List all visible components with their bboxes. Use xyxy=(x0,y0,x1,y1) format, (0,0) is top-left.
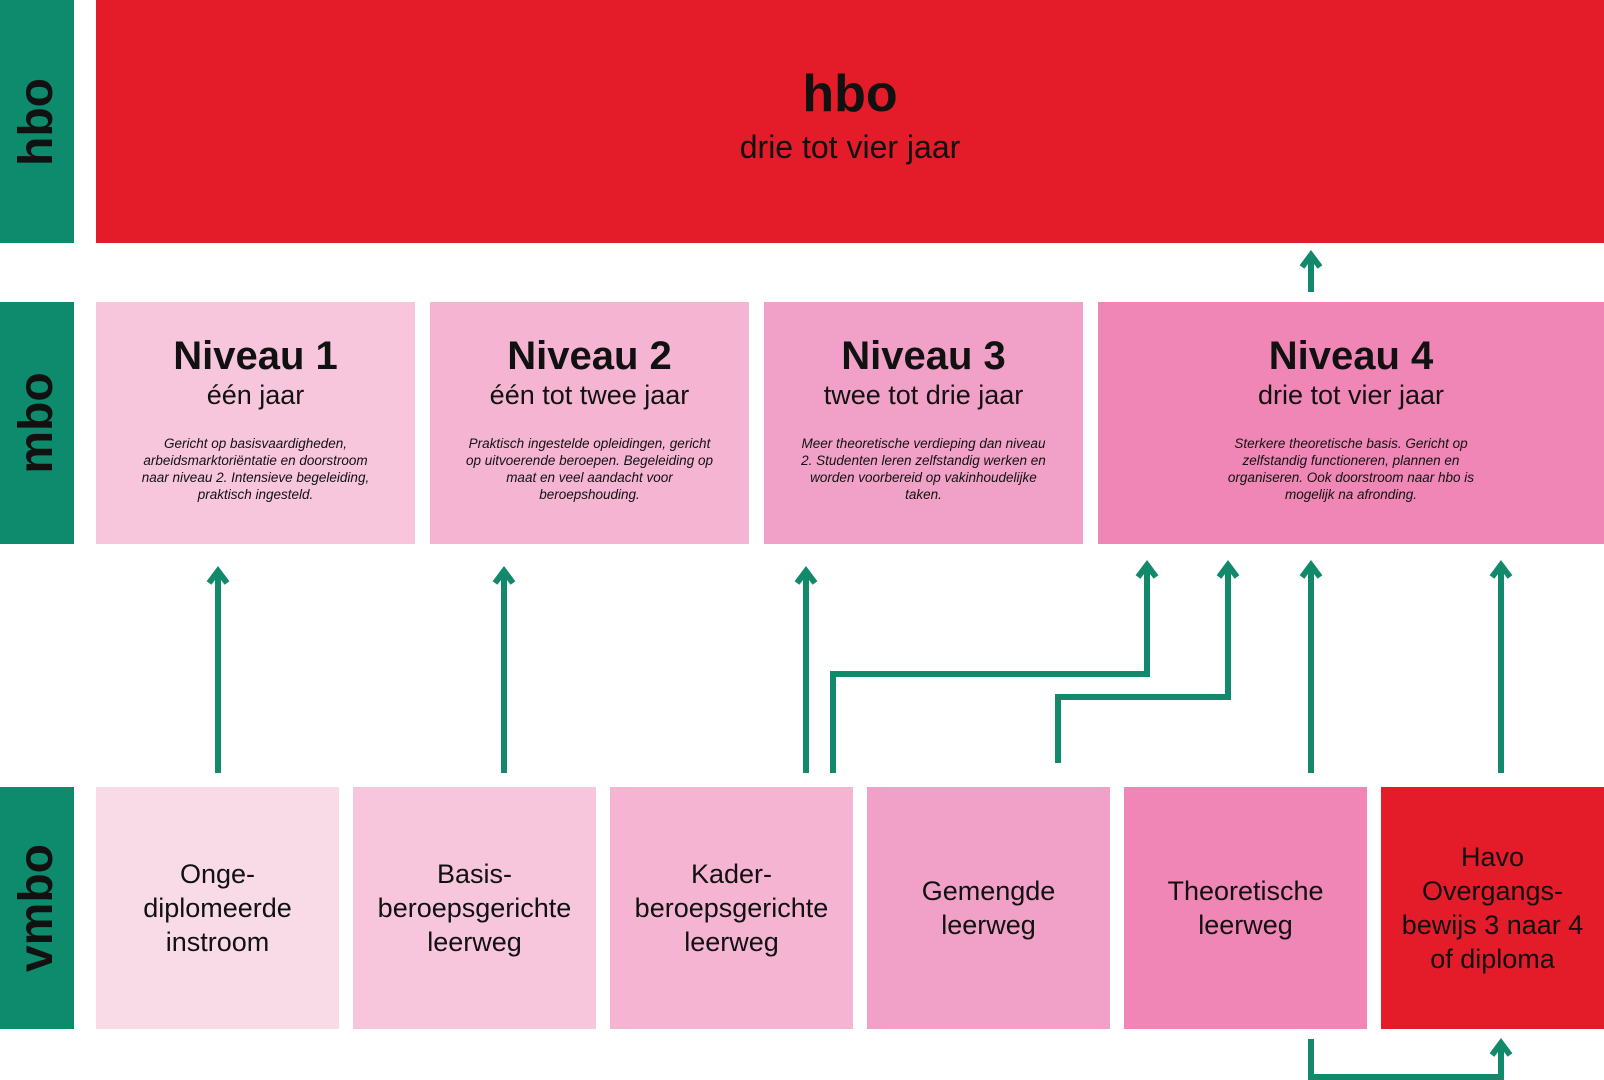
mbo-level-duration: drie tot vier jaar xyxy=(1257,380,1445,410)
arrow-ongediplomeerde-to-niveau-1-head xyxy=(206,566,230,585)
mbo-level-duration: één jaar xyxy=(206,380,305,410)
mbo-level-duration: twee tot drie jaar xyxy=(823,380,1024,410)
mbo-level-description: Meer theoretische verdieping dan niveau … xyxy=(801,436,1046,502)
hbo-title: hbo xyxy=(802,65,898,123)
mbo-level-description: Praktisch ingestelde opleidingen, gerich… xyxy=(466,436,713,502)
arrow-gemengd-to-niveau-4-head xyxy=(1216,560,1240,579)
vmbo-path-ongediplomeerde: Onge- diplomeerde instroom xyxy=(96,787,339,1029)
vmbo-path-basis: Basis- beroepsgerichte leerweg xyxy=(353,787,596,1029)
arrow-niveau-4-to-hbo-head xyxy=(1299,250,1323,269)
vmbo-path-label: Theoretische leerweg xyxy=(1167,876,1324,940)
vmbo-path-label: Onge- diplomeerde instroom xyxy=(143,859,292,957)
mbo-level-2: Niveau 2 één tot twee jaar Praktisch ing… xyxy=(430,302,749,544)
vmbo-path-theoretisch: Theoretische leerweg xyxy=(1124,787,1367,1029)
arrow-havo-to-niveau-4-head xyxy=(1489,560,1513,579)
mbo-level-description: Sterkere theoretische basis. Gericht op … xyxy=(1227,436,1475,502)
arrow-kader-to-niveau-4 xyxy=(830,566,1150,773)
vmbo-path-label: Kader- beroepsgerichte leerweg xyxy=(634,859,829,957)
mbo-level-4: Niveau 4 drie tot vier jaar Sterkere the… xyxy=(1098,302,1604,544)
mbo-level-title: Niveau 2 xyxy=(507,334,672,378)
arrow-theoretisch-to-havo-head xyxy=(1489,1038,1513,1057)
arrow-theoretisch-to-havo xyxy=(1308,1039,1504,1080)
vmbo-path-havo: Havo Overgangs- bewijs 3 naar 4 of diplo… xyxy=(1381,787,1604,1029)
vmbo-path-label: Havo Overgangs- bewijs 3 naar 4 of diplo… xyxy=(1401,842,1584,974)
arrow-kader-to-niveau-4-head xyxy=(1135,560,1159,579)
mbo-level-title: Niveau 3 xyxy=(841,334,1006,378)
arrow-kader-to-niveau-3-head xyxy=(794,566,818,585)
mbo-level-duration: één tot twee jaar xyxy=(489,380,690,410)
mbo-level-1: Niveau 1 één jaar Gericht op basisvaardi… xyxy=(96,302,415,544)
vmbo-path-label: Basis- beroepsgerichte leerweg xyxy=(377,859,572,957)
vmbo-path-gemengd: Gemengde leerweg xyxy=(867,787,1110,1029)
vmbo-path-kader: Kader- beroepsgerichte leerweg xyxy=(610,787,853,1029)
mbo-level-title: Niveau 4 xyxy=(1268,334,1434,378)
tier-label-mbo: mbo xyxy=(0,302,74,544)
mbo-level-3: Niveau 3 twee tot drie jaar Meer theoret… xyxy=(764,302,1083,544)
mbo-level-description: Gericht op basisvaardigheden, arbeidsmar… xyxy=(141,436,370,502)
mbo-level-title: Niveau 1 xyxy=(173,334,338,378)
arrow-basis-to-niveau-2-head xyxy=(492,566,516,585)
tier-label-vmbo: vmbo xyxy=(0,787,74,1029)
vmbo-path-label: Gemengde leerweg xyxy=(921,876,1056,940)
hbo-block: hbo drie tot vier jaar xyxy=(96,0,1604,243)
arrow-theoretisch-to-niveau-4-head xyxy=(1299,560,1323,579)
arrow-gemengd-to-niveau-4 xyxy=(1055,566,1231,763)
hbo-duration: drie tot vier jaar xyxy=(739,129,961,165)
tier-label-hbo: hbo xyxy=(0,0,74,243)
